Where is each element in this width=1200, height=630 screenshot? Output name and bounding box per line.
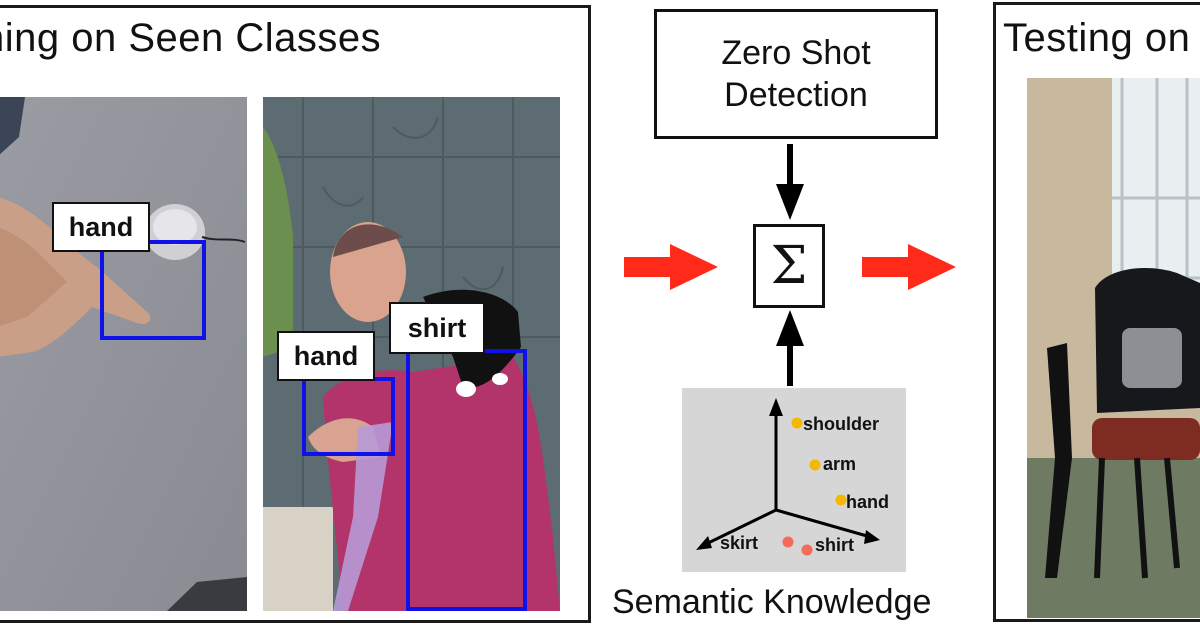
embedding-point-skirt <box>782 536 794 548</box>
embedding-label-arm: arm <box>823 454 857 474</box>
arrow-up-icon <box>776 310 804 386</box>
sum-box: Σ <box>753 224 825 308</box>
red-arrow-in-icon <box>624 244 718 290</box>
embedding-label-hand: hand <box>846 492 889 512</box>
embedding-label-skirt: skirt <box>720 533 759 553</box>
embedding-label-shoulder: shoulder <box>803 414 880 434</box>
zero-shot-detection-box: Zero Shot Detection <box>654 9 938 139</box>
red-arrow-out-icon <box>862 244 956 290</box>
testing-panel-title: Testing on <box>1003 16 1191 60</box>
embedding-point-hand <box>835 494 847 506</box>
bbox-shirt <box>406 349 527 611</box>
photo-chairs-with-bag <box>1027 78 1200 618</box>
bbox-hand-man <box>302 377 395 456</box>
label-shirt: shirt <box>389 302 485 354</box>
arrow-down-icon <box>776 144 804 220</box>
photo-desk-hand-mouse <box>0 97 247 611</box>
photo-man-with-cat <box>263 97 560 611</box>
detector-label-line1: Zero Shot <box>721 34 871 72</box>
semantic-embedding-plot: shoulder arm hand skirt shirt <box>682 388 906 572</box>
label-hand-desk: hand <box>52 202 150 252</box>
embedding-point-shoulder <box>791 417 803 429</box>
training-panel-title: ning on Seen Classes <box>0 16 382 60</box>
bbox-hand-desk <box>100 240 206 340</box>
embedding-label-shirt: shirt <box>815 535 855 555</box>
sigma-symbol: Σ <box>770 236 808 296</box>
embedding-point-arm <box>809 459 821 471</box>
semantic-knowledge-label: Semantic Knowledge <box>612 583 932 621</box>
detector-label-line2: Detection <box>724 76 868 114</box>
label-hand-man: hand <box>277 331 375 381</box>
embedding-point-shirt <box>801 544 813 556</box>
